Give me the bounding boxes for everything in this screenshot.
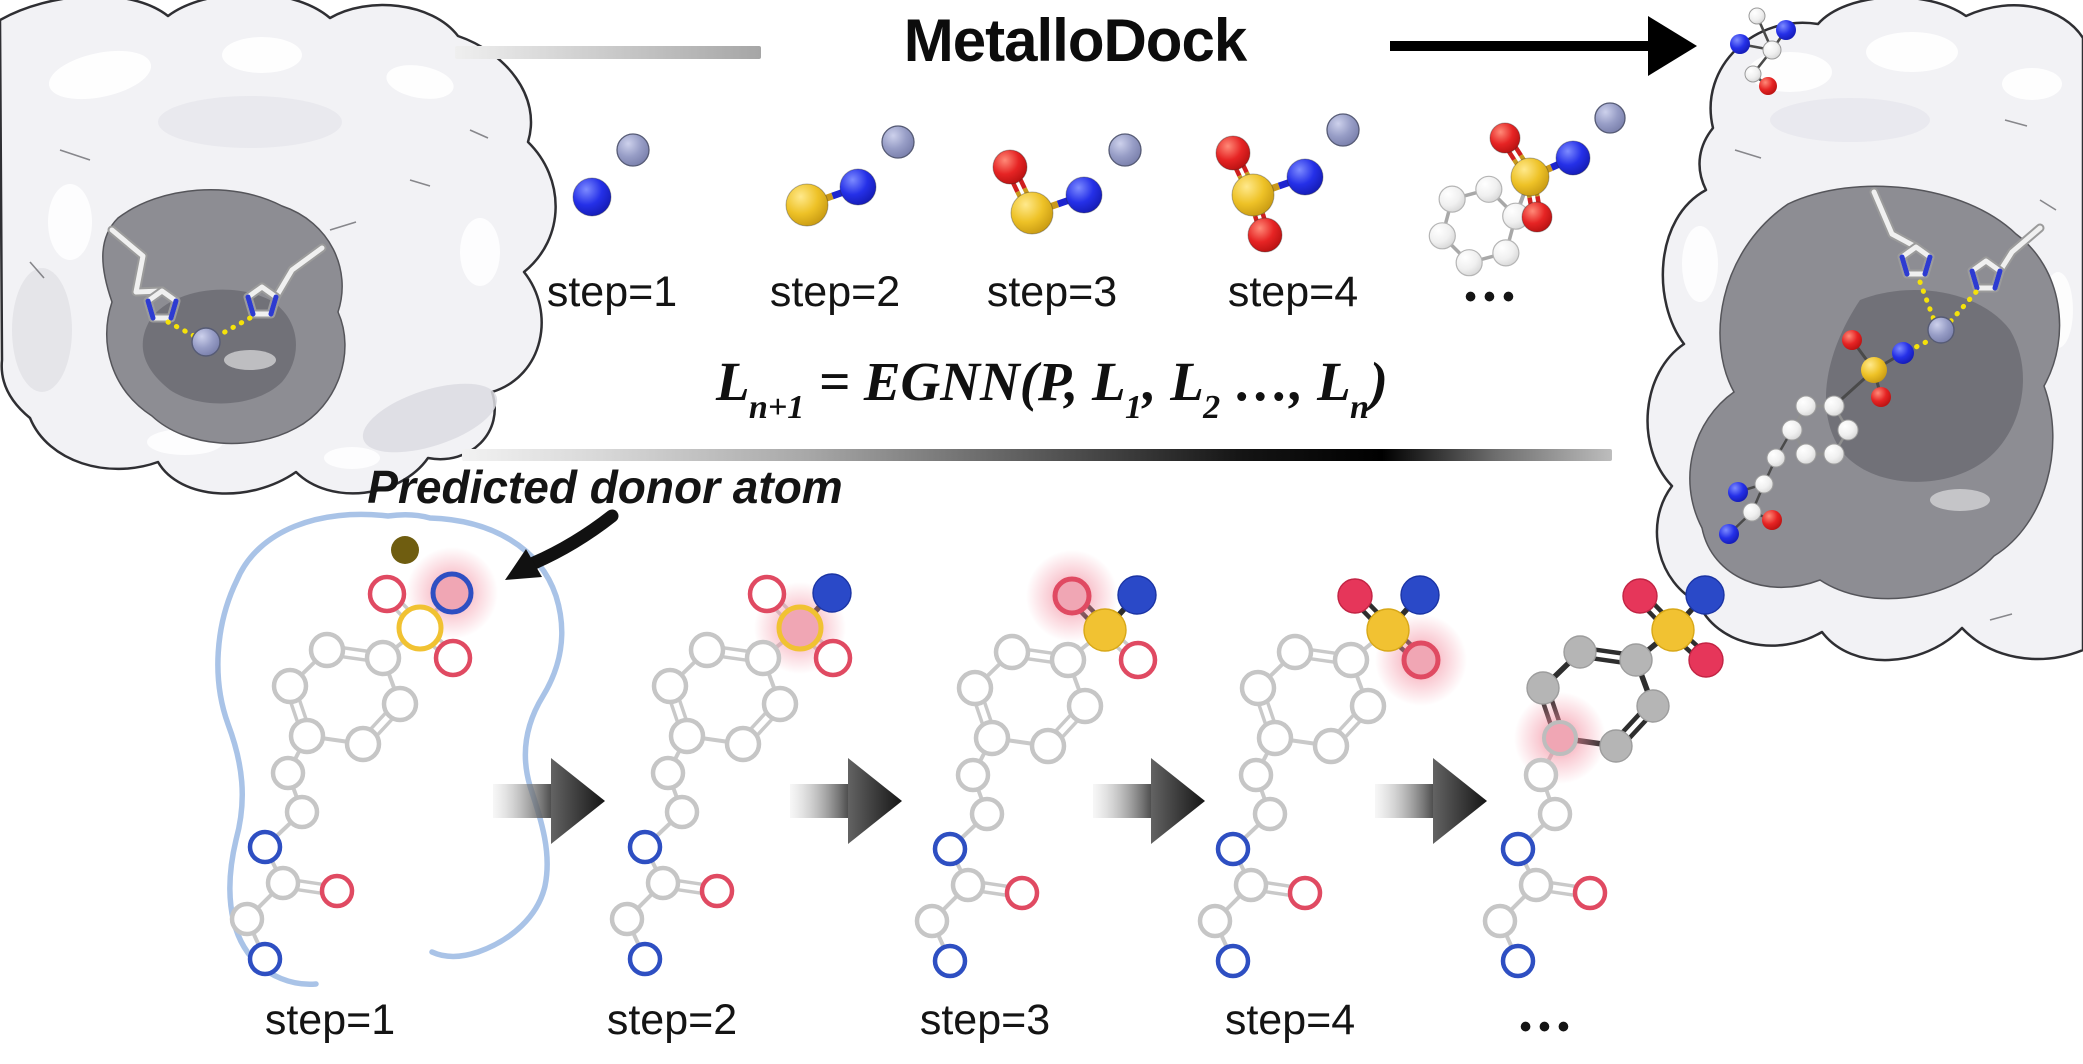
- top-step-label-3: step=3: [986, 268, 1118, 316]
- top-step-label-1: step=1: [546, 268, 678, 316]
- title-leader-line: [455, 46, 761, 59]
- docked-ligand: [1719, 330, 1914, 544]
- bottom-step-label-2: step=2: [606, 996, 738, 1044]
- predicted-metal-site-dot: [391, 536, 419, 564]
- step-arrow-icon-1: [493, 758, 605, 844]
- bottom-molecule-3: [914, 550, 1158, 979]
- step-arrow-icon-3: [1093, 758, 1205, 844]
- protein-surface-right: [1646, 0, 2083, 662]
- top-molecule-5: [1428, 102, 1626, 277]
- egnn-equation: Ln+1 = EGNN(P, L1, L2 …, Ln): [715, 351, 1389, 427]
- ligand-outline-contour: [215, 511, 565, 987]
- step-arrow-icon-4: [1375, 758, 1487, 844]
- bottom-step-label-1: step=1: [264, 996, 396, 1044]
- equation-divider: [462, 449, 1612, 461]
- bottom-step-molecules: [229, 536, 1725, 979]
- bottom-step-label-ellipsis: •••: [1519, 1008, 1577, 1046]
- histidine-sticks-right: [1869, 187, 2045, 293]
- bottom-molecule-5: [1482, 575, 1725, 979]
- top-molecule-4: [1215, 113, 1360, 253]
- protein-surface-left: [0, 0, 557, 495]
- top-molecule-2: [785, 125, 915, 227]
- predicted-donor-annotation: Predicted donor atom: [367, 461, 843, 513]
- zinc-ion-left: [191, 327, 221, 357]
- bottom-step-label-4: step=4: [1224, 996, 1356, 1044]
- page-title: MetalloDock: [903, 7, 1247, 74]
- top-step-molecules: [572, 102, 1626, 277]
- bottom-molecule-1: [229, 536, 498, 977]
- coordination-dots-right: [1907, 279, 1979, 353]
- bottom-molecule-4: [1197, 575, 1467, 979]
- bottom-molecule-2: [609, 573, 853, 977]
- zinc-ion-right: [1927, 316, 1955, 344]
- step-arrow-icon-2: [790, 758, 902, 844]
- top-molecule-1: [572, 133, 650, 217]
- top-step-label-2: step=2: [769, 268, 901, 316]
- step-arrow-icons: [493, 758, 1487, 844]
- top-molecule-3: [992, 133, 1142, 235]
- top-step-label-ellipsis: •••: [1464, 278, 1522, 316]
- bottom-step-label-3: step=3: [919, 996, 1051, 1044]
- histidine-sticks-left: [107, 225, 327, 323]
- annotation-arrow-icon: [505, 509, 619, 580]
- residue-ball-stick-top: [1730, 7, 1796, 95]
- top-step-label-4: step=4: [1227, 268, 1359, 316]
- workflow-arrow-icon: [1390, 16, 1697, 76]
